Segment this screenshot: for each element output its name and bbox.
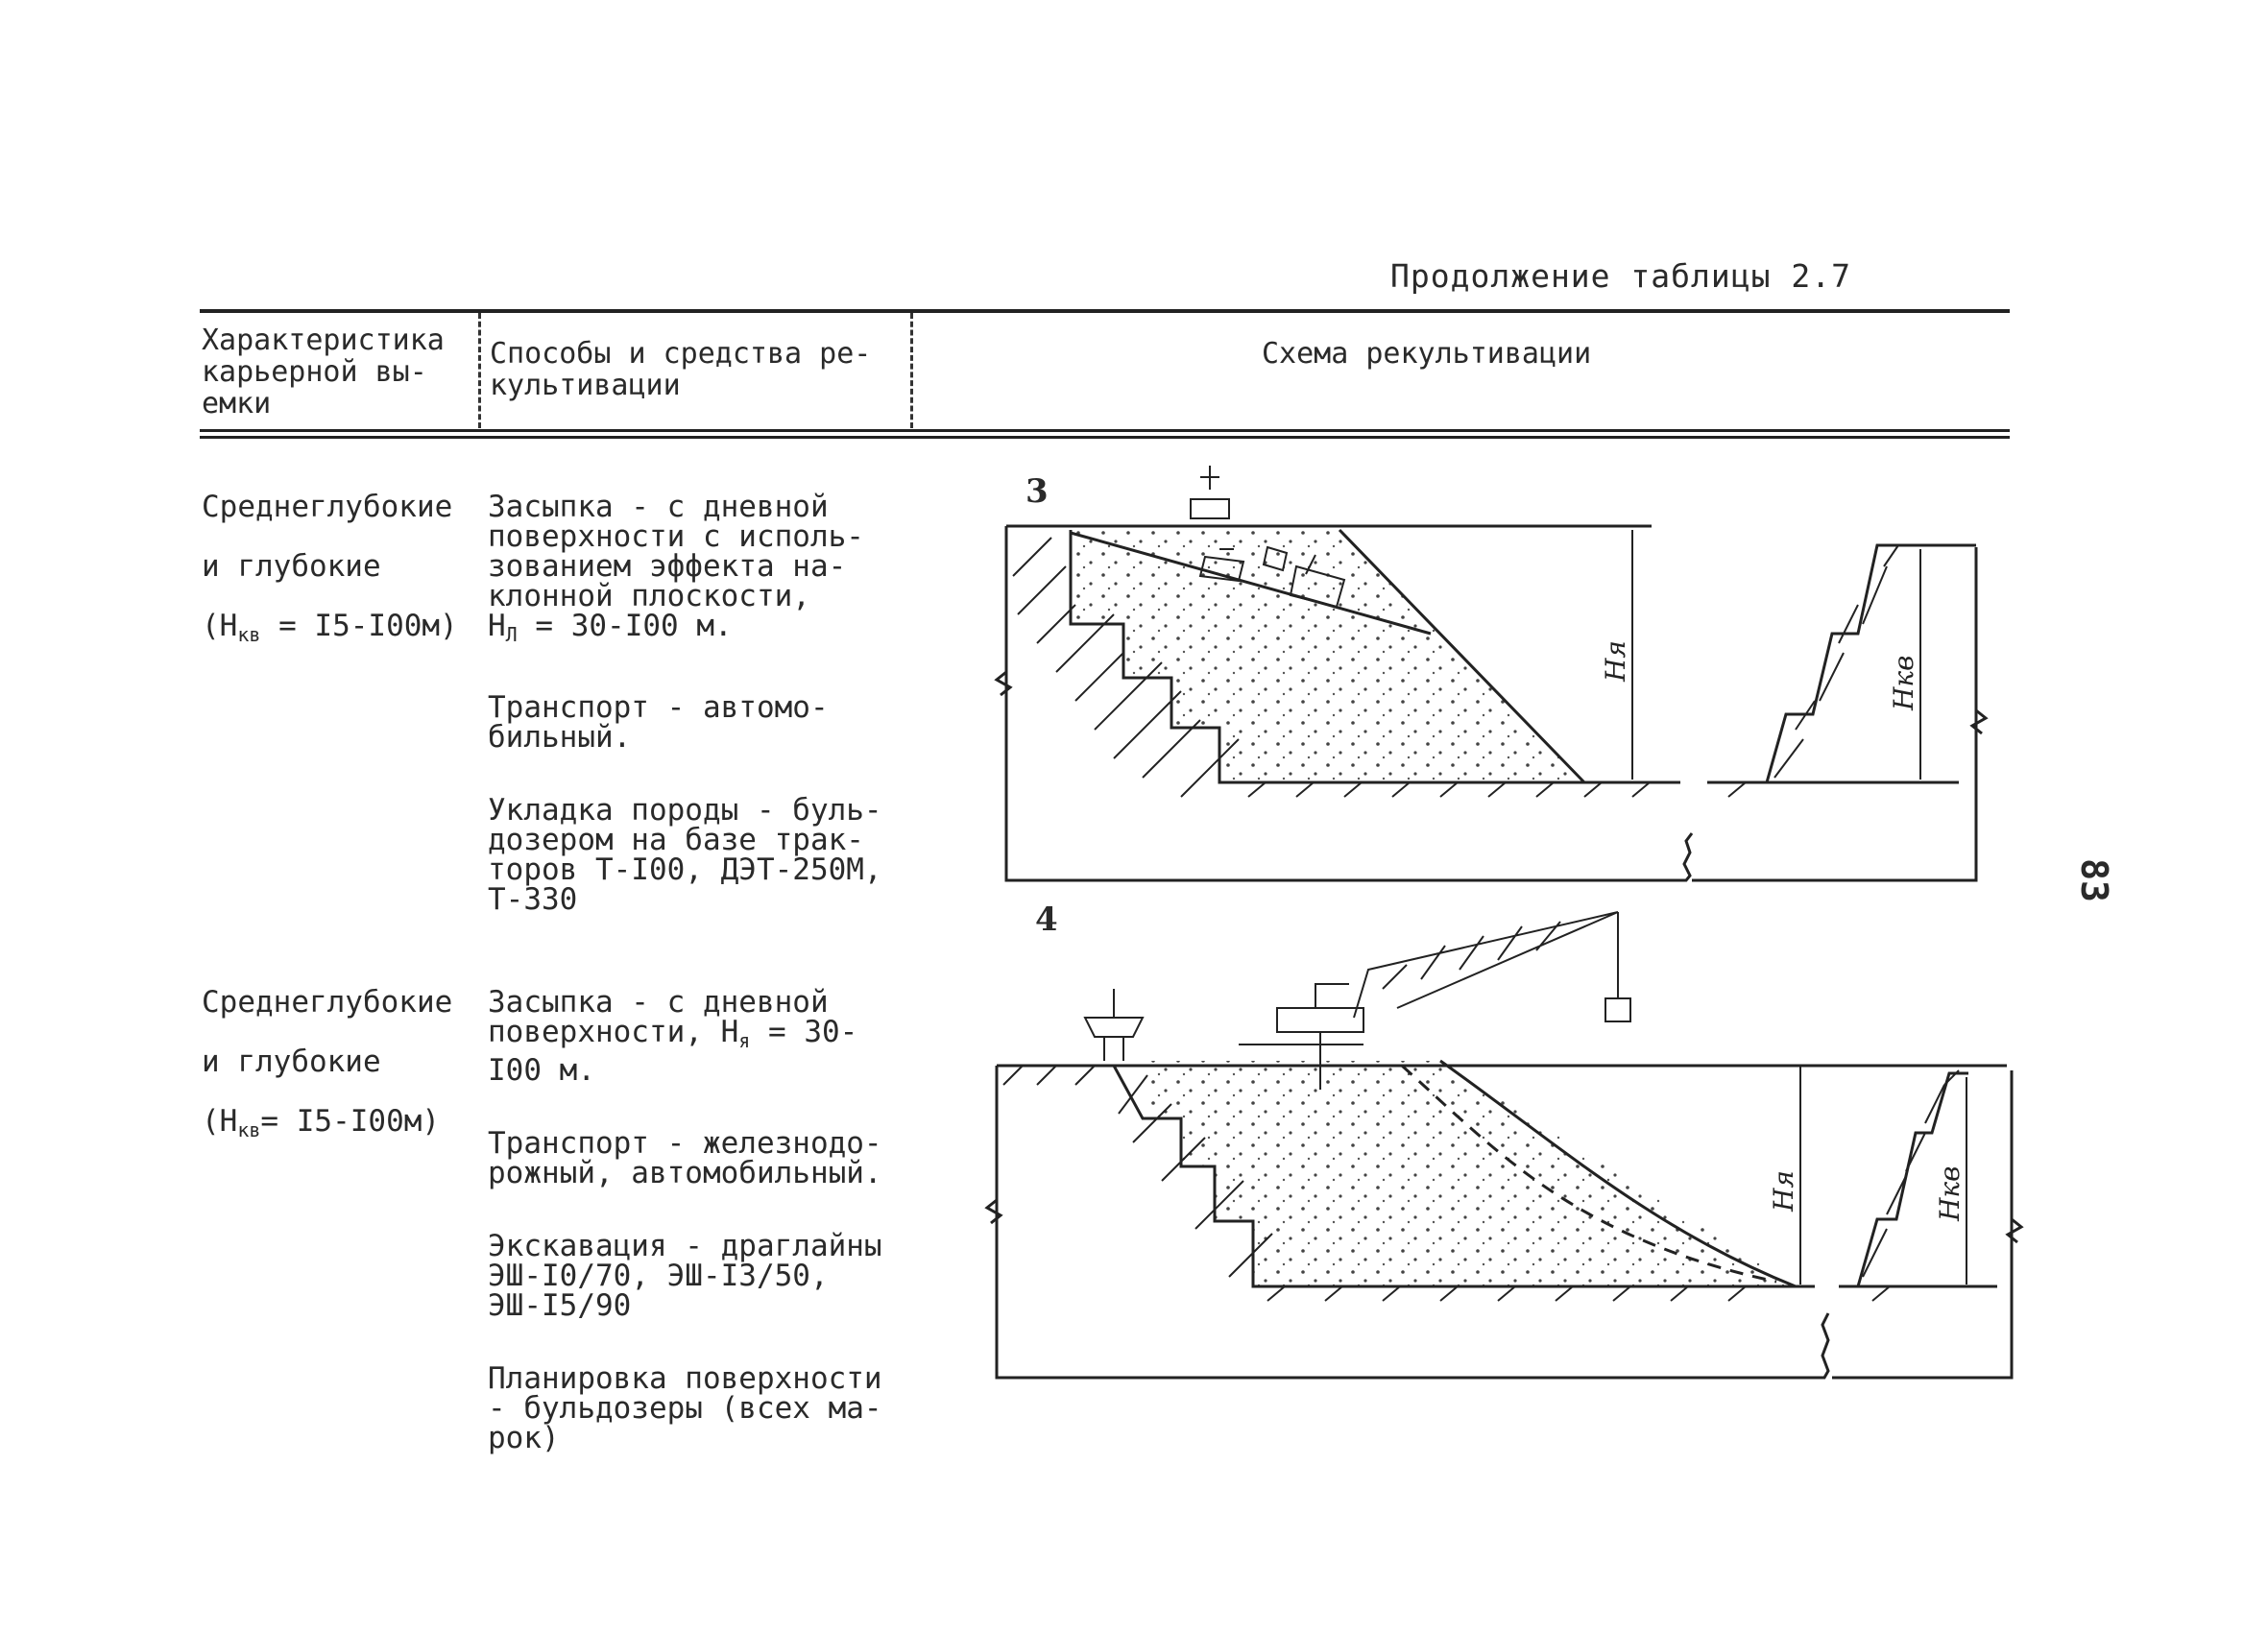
- scheme-3-tower-icon: [1190, 466, 1230, 519]
- row2-depth-formula: (Hкв= I5-I00м): [202, 1104, 441, 1142]
- row1-depth-formula: (Hкв = I5-I00м): [202, 609, 458, 647]
- row1-characteristic: Среднеглубокие и глубокие (Hкв = I5-I00м…: [202, 463, 458, 680]
- scheme-4-hatch-right: [1862, 1069, 1960, 1278]
- row1-methods: Засыпка - с дневной поверхности с исполь…: [488, 463, 910, 958]
- scheme-3-truck-icon: [1289, 554, 1346, 609]
- scheme-4: [984, 911, 2024, 1380]
- row2-method-excavation: Экскавация - драглайны ЭШ-I0/70, ЭШ-I3/5…: [488, 1229, 882, 1323]
- header-bottom-rule-double: [200, 436, 2010, 439]
- dimension-labels: Hя Hкв Hя Hкв: [1600, 640, 1966, 1222]
- header-bottom-rule: [200, 429, 2010, 432]
- scheme-3-hatch-bottom: [1247, 781, 1747, 798]
- row1-method-transport: Транспорт - автомо- бильный.: [488, 690, 829, 755]
- continuation-title: Продолжение таблицы 2.7: [1390, 257, 1851, 295]
- scheme-4-frame: [995, 1066, 1830, 1380]
- scheme-3-benches-left: [1069, 530, 1680, 784]
- scheme-4-frame-break-right: [2005, 1217, 2024, 1244]
- scheme-4-hatch-left: [1002, 1065, 1286, 1302]
- scheme-3-fill: [1071, 530, 1584, 782]
- header-characteristic: Характеристика карьерной вы- емки: [202, 324, 445, 420]
- row1-method-fill: Засыпка - с дневной поверхности с исполь…: [488, 490, 864, 647]
- scheme-4-dragline-icon: [1239, 911, 1631, 1090]
- row2-characteristic: Среднеглубокие и глубокие (Hкв= I5-I00м): [202, 958, 452, 1175]
- scheme-3-frame-right: [1692, 547, 1978, 882]
- scheme-3-frame: [1004, 526, 1694, 882]
- scheme-4-hatch-bottom: [1324, 1285, 1891, 1302]
- header-scheme: Схема рекультивации: [1262, 337, 1592, 371]
- scheme-4-dim-left-label: Hя: [1768, 1170, 1799, 1213]
- figure-3-number: 3: [1025, 472, 1049, 511]
- header-separator-1: [478, 313, 481, 428]
- scheme-3-hatch-left: [1012, 537, 1240, 798]
- scheme-4-dim-right-label: Hкв: [1934, 1166, 1966, 1222]
- row1-method-laying: Укладка породы - буль- дозером на базе т…: [488, 793, 882, 917]
- scheme-4-dashed-slope: [1400, 1064, 1777, 1284]
- scheme-3-benches-right: [1707, 543, 1896, 784]
- scheme-3-dim-left-label: Hя: [1600, 640, 1631, 683]
- scheme-3-frame-break-left: [994, 670, 1013, 697]
- scheme-4-fill: [1143, 1061, 1796, 1286]
- figure-4-number: 4: [1035, 901, 1058, 939]
- header-separator-2: [910, 313, 913, 428]
- header-methods: Способы и средства ре- культивации: [490, 337, 872, 402]
- scheme-4-benches-left: [1112, 1065, 1815, 1288]
- scheme-4-rail-car-icon: [1083, 989, 1145, 1061]
- scheme-4-frame-right: [1832, 1070, 2014, 1380]
- scheme-3-dim-right-label: Hкв: [1888, 656, 1919, 711]
- row2-method-transport: Транспорт - железнодо- рожный, автомобил…: [488, 1126, 882, 1190]
- scheme-3-hatch-right: [1773, 544, 1899, 779]
- scheme-3-slope-face: [1338, 528, 1586, 784]
- scheme-3-frame-break-right: [1969, 708, 1989, 735]
- page-number: 83: [2072, 858, 2115, 902]
- scheme-3-bulldozer-icon: [1198, 545, 1289, 583]
- scheme-3: [994, 466, 1989, 882]
- table-top-rule: [200, 309, 2010, 313]
- scheme-4-frame-break-left: [984, 1198, 1003, 1225]
- row2-method-planning: Планировка поверхности - бульдозеры (все…: [488, 1361, 882, 1455]
- scheme-3-slope-top: [1070, 531, 1432, 636]
- scheme-4-slope-face: [1439, 1059, 1797, 1288]
